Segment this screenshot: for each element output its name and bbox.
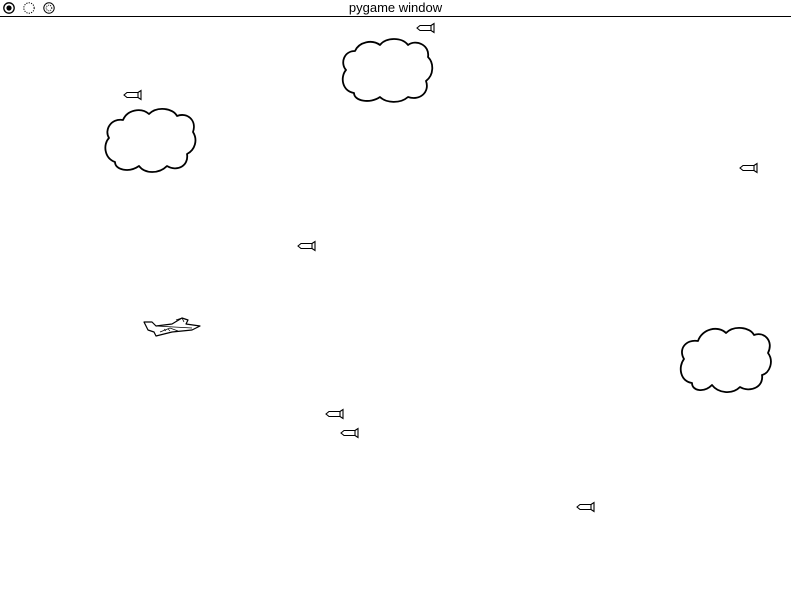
missile	[297, 240, 317, 252]
missile-icon	[340, 427, 359, 439]
cloud	[678, 325, 772, 393]
title-bar: pygame window	[0, 0, 791, 17]
cloud-icon	[341, 38, 434, 103]
missile	[325, 408, 345, 420]
missile	[340, 427, 360, 439]
close-icon	[3, 2, 15, 14]
close-button[interactable]	[3, 2, 15, 14]
window-title: pygame window	[348, 0, 443, 15]
missile	[123, 89, 143, 101]
missile-icon	[297, 240, 316, 252]
minimize-icon	[23, 2, 35, 14]
cloud	[103, 106, 197, 174]
missile	[416, 22, 436, 34]
missile	[739, 162, 759, 174]
missile-icon	[416, 22, 435, 34]
missile-icon	[325, 408, 344, 420]
cloud	[340, 37, 434, 103]
missile-icon	[123, 89, 142, 101]
cloud-icon	[104, 108, 197, 173]
jet-plane-icon	[143, 317, 201, 337]
minimize-button[interactable]	[23, 2, 35, 14]
player-jet[interactable]	[142, 314, 202, 338]
missile	[576, 501, 596, 513]
cloud-icon	[679, 327, 772, 393]
missile-icon	[576, 501, 595, 513]
zoom-button[interactable]	[43, 2, 55, 14]
missile-icon	[739, 162, 758, 174]
zoom-icon	[43, 2, 55, 14]
game-canvas[interactable]	[0, 18, 791, 612]
